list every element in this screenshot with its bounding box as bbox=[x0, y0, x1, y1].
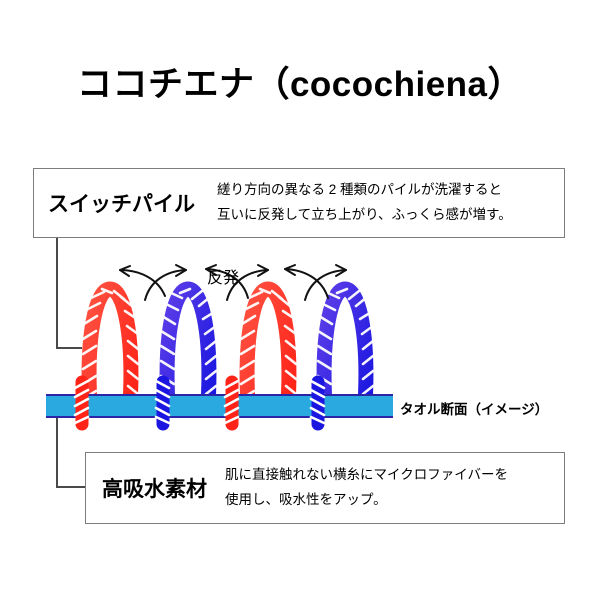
callout-switch-pile: スイッチパイル 縒り方向の異なる 2 種類のパイルが洗濯すると 互いに反発して立… bbox=[33, 168, 565, 238]
repel-arrow-2 bbox=[144, 269, 187, 301]
repel-arrow-5-head bbox=[284, 264, 296, 276]
callout-absorbent-material-heading: 高吸水素材 bbox=[102, 478, 207, 501]
repel-label: 反発 bbox=[207, 270, 240, 287]
repel-arrow-6 bbox=[304, 269, 347, 301]
pile-loop-red-2 bbox=[241, 289, 296, 408]
connector-top-horizontal bbox=[56, 347, 82, 349]
pile-loop-blue-2 bbox=[318, 289, 373, 408]
repel-arrow-1 bbox=[119, 269, 166, 297]
connector-bottom-horizontal bbox=[56, 486, 86, 488]
pile-loop-red-1 bbox=[83, 289, 138, 408]
callout-switch-pile-heading: スイッチパイル bbox=[48, 193, 195, 216]
connector-bottom-vertical bbox=[56, 418, 58, 488]
towel-cross-section-label: タオル断面（イメージ） bbox=[400, 402, 549, 417]
pile-loop-blue-1 bbox=[161, 289, 216, 408]
callout-switch-pile-body: 縒り方向の異なる 2 種類のパイルが洗濯すると 互いに反発して立ち上がり、ふっく… bbox=[217, 178, 564, 228]
towel-cross-section-bar bbox=[46, 394, 393, 418]
repel-arrow-2-head bbox=[175, 264, 187, 277]
page-title: ココチエナ（cocochiena） bbox=[76, 65, 524, 104]
repel-arrow-6-head bbox=[335, 264, 347, 277]
callout-absorbent-material: 高吸水素材 肌に直接触れない横糸にマイクロファイバーを 使用し、吸水性をアップ。 bbox=[85, 452, 565, 524]
repel-arrow-1-head bbox=[119, 265, 131, 277]
connector-top-vertical bbox=[56, 238, 58, 349]
callout-switch-pile-line-2: 互いに反発して立ち上がり、ふっくら感が増す。 bbox=[217, 207, 512, 222]
repel-arrow-5 bbox=[284, 268, 329, 299]
repel-arrow-4-head bbox=[257, 264, 269, 277]
callout-absorbent-material-line-1: 肌に直接触れない横糸にマイクロファイバーを bbox=[225, 467, 508, 483]
callout-absorbent-material-body: 肌に直接触れない横糸にマイクロファイバーを 使用し、吸水性をアップ。 bbox=[225, 463, 564, 513]
callout-absorbent-material-line-2: 使用し、吸水性をアップ。 bbox=[225, 492, 387, 507]
callout-switch-pile-line-1: 縒り方向の異なる 2 種類のパイルが洗濯すると bbox=[217, 182, 503, 198]
